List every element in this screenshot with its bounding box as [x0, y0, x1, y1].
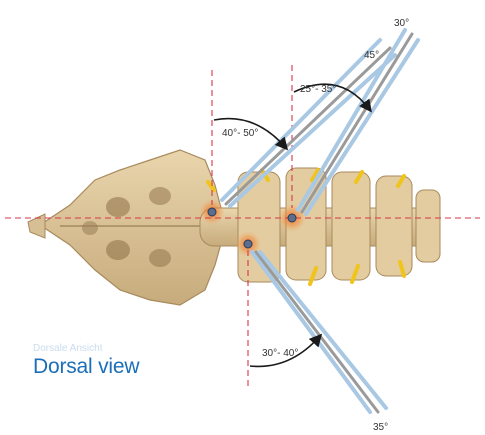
- vertebra-4: [376, 176, 412, 276]
- angle-label-35: 35°: [373, 422, 388, 433]
- vertebra-3: [332, 172, 370, 280]
- angle-label-45: 45°: [364, 50, 379, 61]
- vertebra-5: [416, 190, 440, 262]
- screw-head-icon: [244, 240, 252, 248]
- screw-head-icon: [208, 208, 216, 216]
- screw-head-icon: [288, 214, 296, 222]
- angle-label-top-left: 40°- 50°: [222, 128, 258, 139]
- caption-faint: Dorsale Ansicht: [33, 343, 102, 351]
- angle-label-30: 30°: [394, 18, 409, 29]
- sacrum: [28, 150, 222, 305]
- angle-label-bottom-range: 30°- 40°: [262, 348, 298, 359]
- angle-label-top-mid: 25°- 35°: [300, 84, 336, 95]
- caption-title: Dorsal view: [33, 355, 139, 379]
